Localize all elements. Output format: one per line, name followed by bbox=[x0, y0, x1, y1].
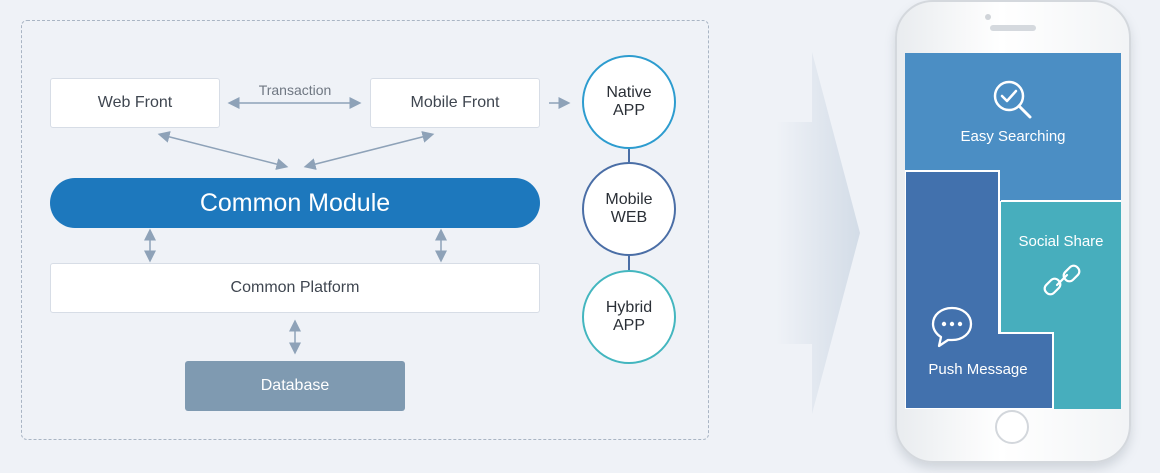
easy-searching-label: Easy Searching bbox=[960, 128, 1066, 145]
phone-screen bbox=[905, 53, 1121, 409]
front-camera bbox=[985, 14, 991, 20]
push-message-label: Push Message bbox=[928, 361, 1028, 378]
common-module-bar: Common Module bbox=[50, 178, 540, 228]
mobile-web-circle: Mobile WEB bbox=[582, 162, 676, 256]
web-front-box: Web Front bbox=[50, 78, 220, 128]
link-icon bbox=[1043, 264, 1081, 296]
mobile-front-box: Mobile Front bbox=[370, 78, 540, 128]
transaction-label: Transaction bbox=[258, 82, 332, 98]
hybrid-app-circle: Hybrid APP bbox=[582, 270, 676, 364]
chat-bubble-icon bbox=[931, 306, 973, 348]
push-message-tile bbox=[905, 170, 1121, 409]
common-platform-box: Common Platform bbox=[50, 263, 540, 313]
database-box: Database bbox=[185, 361, 405, 411]
search-check-icon bbox=[993, 80, 1032, 119]
phone-speaker bbox=[990, 25, 1036, 31]
home-button[interactable] bbox=[995, 410, 1029, 444]
social-share-label: Social Share bbox=[1018, 233, 1104, 250]
native-app-circle: Native APP bbox=[582, 55, 676, 149]
transition-arrow bbox=[776, 52, 860, 414]
